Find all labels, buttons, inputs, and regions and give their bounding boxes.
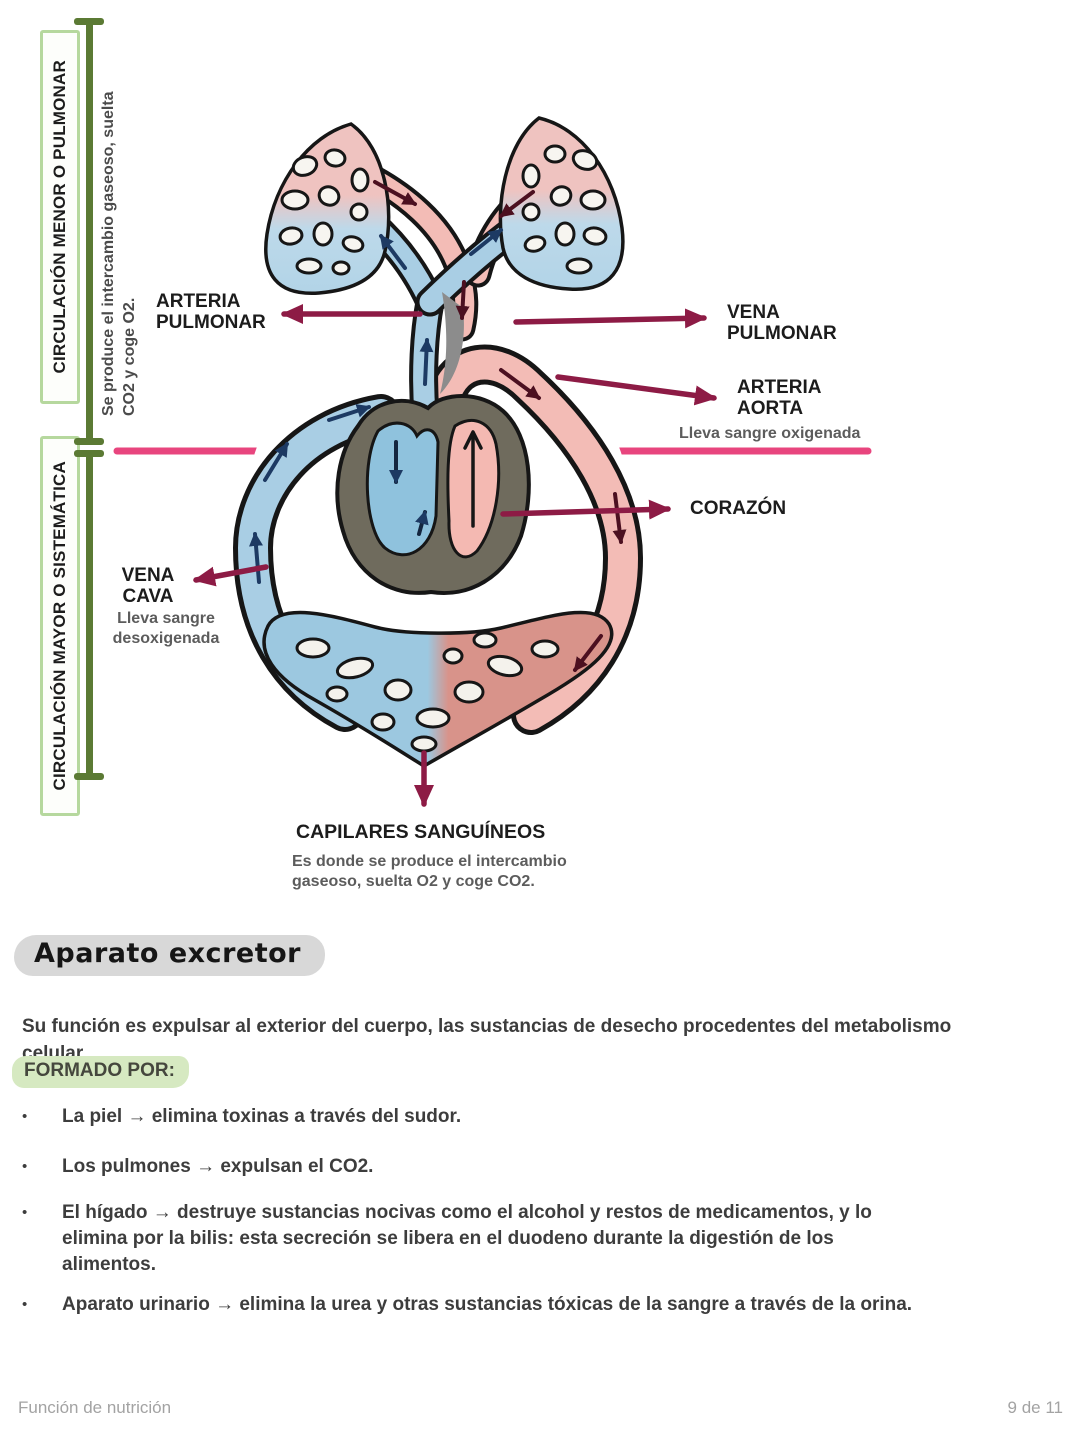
pulmonary-vessels [330, 154, 565, 429]
bullet-icon: • [22, 1296, 28, 1313]
section-title-aparato-excretor: Aparato excretor [14, 935, 325, 976]
note-arteria-aorta: Lleva sangre oxigenada [679, 425, 861, 442]
side-label-text: CIRCULACIÓN MENOR O PULMONAR [50, 60, 69, 374]
footer-page-number: 9 de 11 [1007, 1398, 1063, 1417]
note-vena-cava: Lleva sangre desoxigenada [112, 610, 220, 647]
list-item: • Aparato urinario → elimina la urea y o… [22, 1292, 982, 1318]
flow-arrows [249, 180, 627, 672]
right-lung [498, 116, 625, 291]
list-item-text: El hígado → destruye sustancias nocivas … [62, 1202, 872, 1275]
arrow-vena-cava [193, 564, 269, 587]
list-item: • El hígado → destruye sustancias nociva… [22, 1200, 982, 1278]
label-arteria-aorta: ARTERIA AORTA [737, 377, 821, 419]
bullet-icon: • [22, 1204, 28, 1221]
bullet-icon: • [22, 1158, 28, 1175]
lungs [264, 116, 625, 295]
heart-right-chambers-blue [365, 421, 440, 557]
label-corazon: CORAZÓN [690, 498, 787, 519]
label-arteria-pulmonar: ARTERIA PULMONAR [156, 291, 266, 333]
pulmonary-note: Se produce el intercambio gaseoso, suelt… [100, 91, 138, 416]
systemic-loop [233, 344, 644, 735]
footer-document-title: Función de nutrición [18, 1398, 172, 1417]
list-item-text: Los pulmones → expulsan el CO2. [62, 1156, 374, 1177]
bullet-icon: • [22, 1108, 28, 1125]
side-label-text: CIRCULACIÓN MAYOR O SISTEMÁTICA [50, 461, 69, 791]
circulation-diagram [233, 116, 644, 791]
side-label-circulacion-menor: CIRCULACIÓN MENOR O PULMONAR [40, 30, 80, 404]
arrow-arteria-aorta [555, 374, 717, 406]
left-lung [264, 122, 391, 295]
diagram-backing [240, 301, 636, 791]
vessel-shadow [440, 292, 464, 394]
list-item-text: Aparato urinario → elimina la urea y otr… [62, 1294, 913, 1315]
label-capilares-sanguineos: CAPILARES SANGUÍNEOS [296, 821, 546, 843]
arrow-corazon [500, 499, 671, 520]
side-label-circulacion-mayor: CIRCULACIÓN MAYOR O SISTEMÁTICA [40, 436, 80, 816]
list-item-text: La piel → elimina toxinas a través del s… [62, 1106, 462, 1127]
label-vena-pulmonar: VENA PULMONAR [727, 302, 837, 344]
arrow-vena-pulmonar [513, 308, 707, 329]
list-item: • Los pulmones → expulsan el CO2. [22, 1154, 982, 1180]
capillary-bed [262, 610, 614, 769]
note-capilares-sanguineos: Es donde se produce el intercambio gaseo… [292, 853, 567, 890]
heart [335, 394, 531, 595]
excretor-bullet-list: • La piel → elimina toxinas a través del… [22, 1104, 982, 1318]
subheading-formado-por: FORMADO POR: [12, 1056, 189, 1088]
list-item: • La piel → elimina toxinas a través del… [22, 1104, 982, 1130]
label-vena-cava: VENA CAVA [121, 565, 175, 607]
heart-left-chambers-pink [446, 419, 501, 559]
